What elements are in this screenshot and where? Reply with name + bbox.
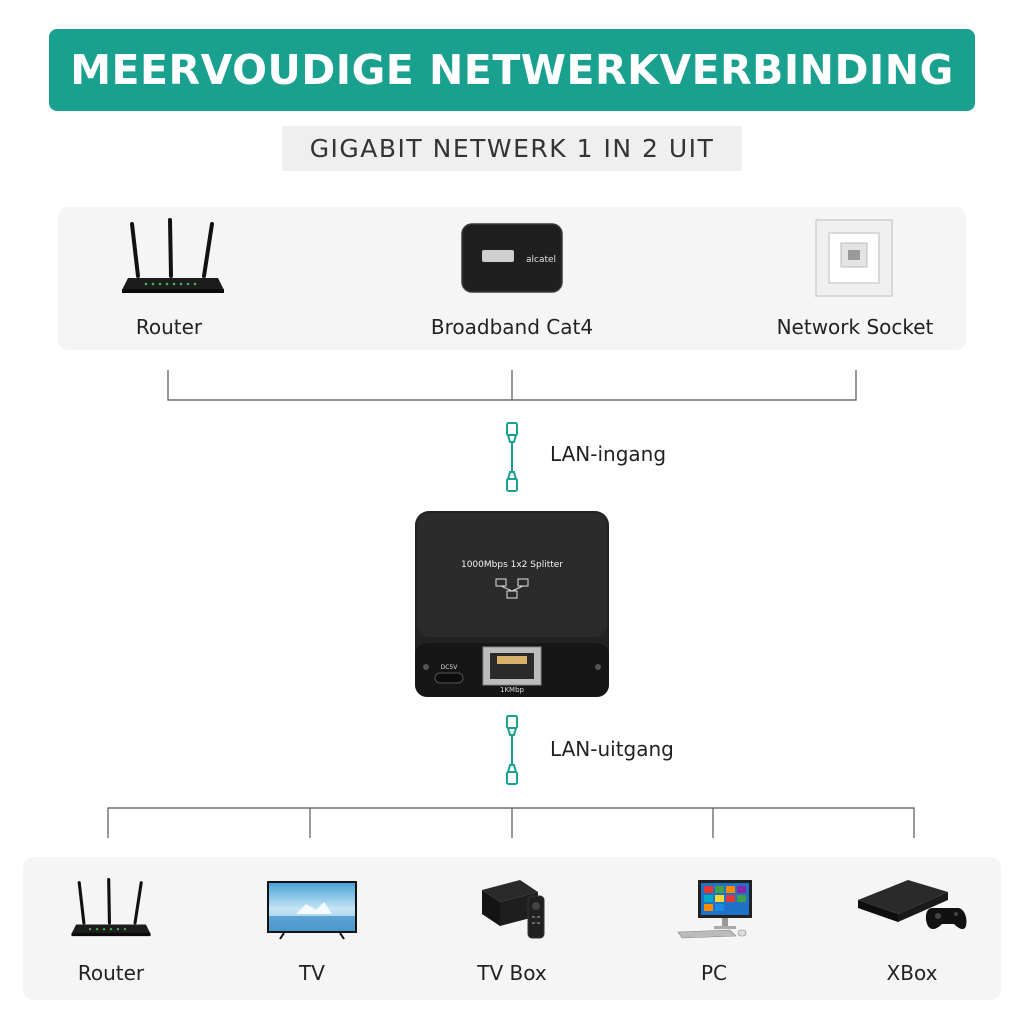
lan-in-label: LAN-ingang: [550, 442, 667, 466]
input-label-socket: Network Socket: [776, 315, 934, 339]
mobile-hotspot-icon: alcatel: [461, 223, 563, 293]
output-label-xbox: XBox: [886, 961, 938, 985]
router-icon: [122, 218, 224, 293]
lan-cable-in-icon: [506, 422, 518, 492]
device-port-label: 1KMbp: [500, 686, 525, 694]
output-label-tv: TV: [299, 961, 325, 985]
output-devices-panel: [23, 857, 1001, 1000]
hotspot-brand-text: alcatel: [526, 255, 556, 265]
tv-box-icon: [482, 880, 545, 939]
page-subtitle: GIGABIT NETWERK 1 IN 2 UIT: [309, 134, 715, 163]
router-icon: [71, 878, 151, 937]
device-power-label: DC5V: [441, 664, 459, 671]
device-model-text: 1000Mbps 1x2 Splitter: [461, 560, 563, 570]
wall-socket-icon: [815, 219, 893, 297]
output-label-pc: PC: [700, 961, 728, 985]
splitter-device-icon: 1000Mbps 1x2 Splitter DC5V 1KMbp: [415, 511, 609, 697]
xbox-icon: [858, 880, 967, 930]
tv-icon: [267, 881, 357, 940]
page-title: MEERVOUDIGE NETWERKVERBINDING: [70, 46, 954, 94]
input-label-broadband: Broadband Cat4: [430, 315, 594, 339]
lan-out-label: LAN-uitgang: [550, 737, 674, 761]
lan-cable-out-icon: [506, 715, 518, 785]
input-label-router: Router: [135, 315, 203, 339]
pc-icon: [677, 880, 752, 939]
output-label-router: Router: [77, 961, 145, 985]
subtitle-box: GIGABIT NETWERK 1 IN 2 UIT: [282, 126, 742, 171]
title-banner: MEERVOUDIGE NETWERKVERBINDING: [49, 29, 975, 111]
output-label-tvbox: TV Box: [477, 961, 547, 985]
